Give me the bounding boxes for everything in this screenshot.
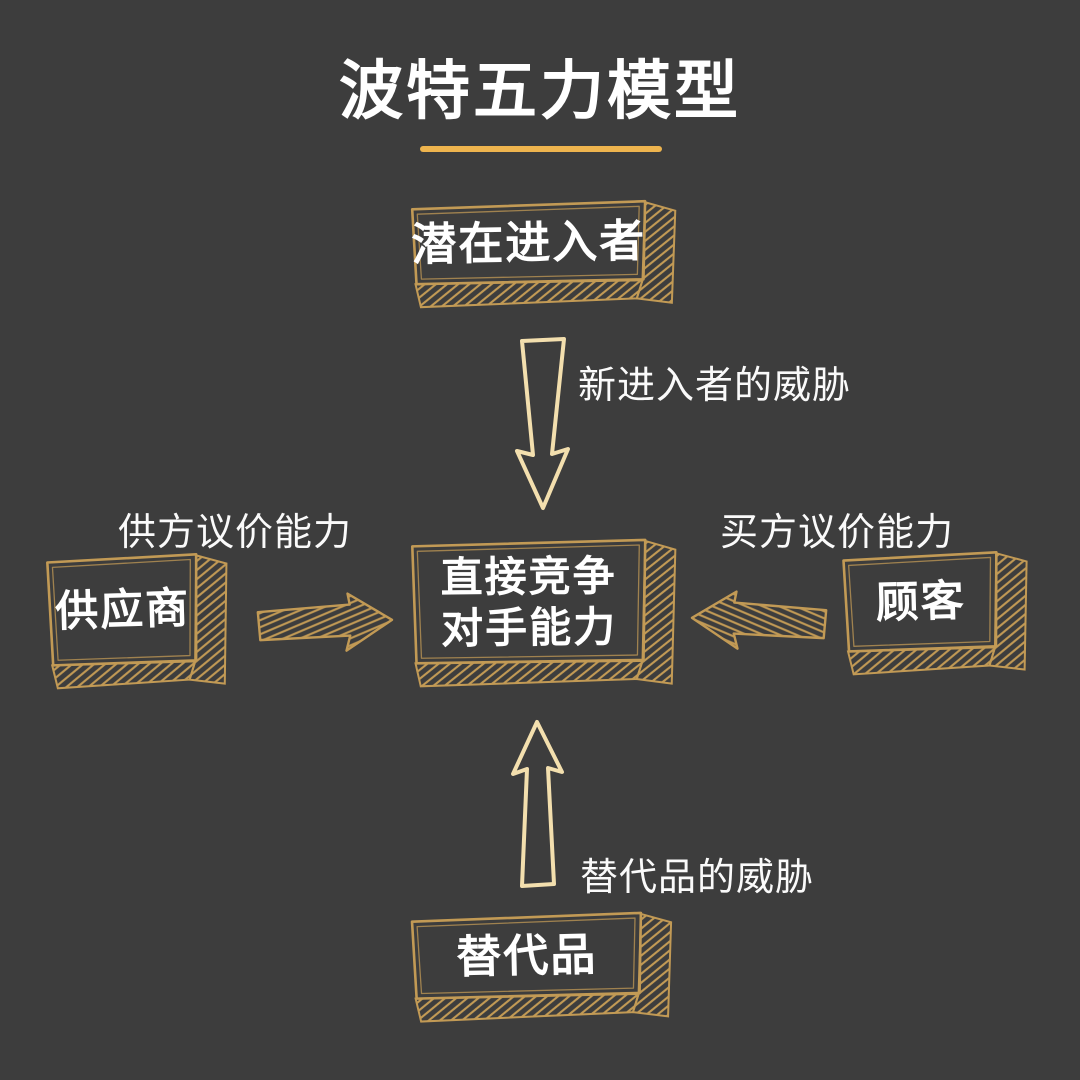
box-direct-competitors-line1: 直接竞争 <box>440 552 617 601</box>
box-potential-entrants-label: 潜在进入者 <box>410 214 647 270</box>
label-buyer-bargaining-power: 买方议价能力 <box>720 512 955 554</box>
box-customers: 顾客 <box>840 548 1031 677</box>
label-supplier-bargaining-power: 供方议价能力 <box>118 512 353 554</box>
box-substitutes-label: 替代品 <box>455 928 598 983</box>
title-underline <box>420 146 662 152</box>
page-title: 波特五力模型 <box>339 55 741 127</box>
left-arrow-icon <box>687 587 830 653</box>
box-suppliers: 供应商 <box>44 550 232 691</box>
box-direct-competitors-label: 直接竞争 对手能力 <box>409 537 648 667</box>
box-customers-label: 顾客 <box>875 576 967 628</box>
up-arrow-icon <box>510 718 566 890</box>
box-potential-entrants: 潜在进入者 <box>409 198 679 311</box>
right-arrow-icon <box>253 589 396 655</box>
label-threat-of-new-entrants: 新进入者的威胁 <box>578 365 852 407</box>
label-threat-of-substitutes: 替代品的威胁 <box>580 857 815 899</box>
down-arrow-icon <box>512 336 572 514</box>
box-direct-competitors: 直接竞争 对手能力 <box>409 537 679 690</box>
box-substitutes: 替代品 <box>409 909 675 1025</box>
box-direct-competitors-line2: 对手能力 <box>440 603 618 653</box>
box-suppliers-label: 供应商 <box>54 584 191 637</box>
